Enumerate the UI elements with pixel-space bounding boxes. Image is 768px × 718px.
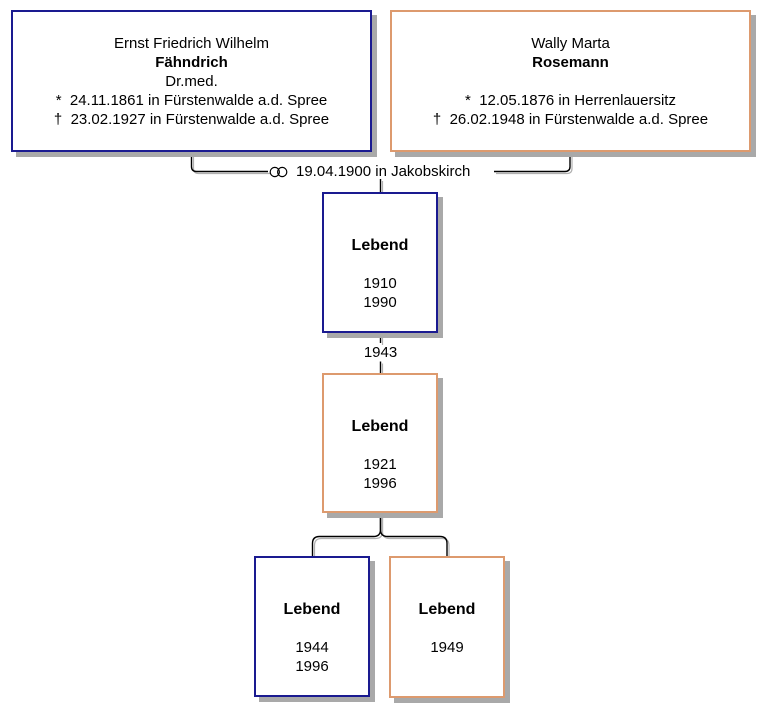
person-surname: Fähndrich [155, 54, 228, 71]
person-box-wally-rosemann[interactable]: Wally Marta Rosemann * 12.05.1876 in Her… [390, 10, 751, 152]
person-surname: Rosemann [532, 54, 609, 71]
person-title [392, 72, 749, 91]
death-year [391, 657, 503, 676]
birth-year: 1910 [363, 275, 397, 292]
birth-year: 1921 [363, 456, 397, 473]
marriage-parents-label: 19.04.1900 in Jakobskirch [269, 162, 470, 181]
living-status-label: Lebend [283, 601, 341, 618]
birth-year: 1944 [295, 639, 329, 656]
person-death-line: † 26.02.1948 in Fürstenwalde a.d. Spree [432, 111, 709, 128]
death-year: 1996 [363, 475, 397, 492]
birth-year: 1949 [430, 639, 464, 656]
death-year: 1996 [295, 658, 329, 675]
fork-to-grandchild1-line [311, 514, 382, 556]
person-birth-line: * 12.05.1876 in Herrenlauersitz [465, 92, 676, 109]
person-given-names: Ernst Friedrich Wilhelm [113, 35, 270, 52]
mother-to-marriage-line [494, 153, 571, 173]
marriage-rings-icon [269, 166, 288, 177]
death-year: 1990 [363, 294, 397, 311]
living-status-label: Lebend [351, 237, 409, 254]
person-box-grandchild-1949[interactable]: Lebend 1949 [389, 556, 505, 698]
person-box-grandchild-1944[interactable]: Lebend 1944 1996 [254, 556, 370, 697]
person-box-child-1910[interactable]: Lebend 1910 1990 [322, 192, 438, 333]
living-status-label: Lebend [351, 418, 409, 435]
marriage-year-label: 1943 [363, 344, 398, 361]
father-to-marriage-line [190, 153, 268, 173]
living-status-label: Lebend [418, 601, 476, 618]
person-title: Dr.med. [165, 73, 218, 90]
person-box-child-1921[interactable]: Lebend 1921 1996 [322, 373, 438, 513]
person-given-names: Wally Marta [531, 35, 610, 52]
person-death-line: † 23.02.1927 in Fürstenwalde a.d. Spree [53, 111, 330, 128]
person-birth-line: * 24.11.1861 in Fürstenwalde a.d. Spree [55, 92, 328, 109]
person-box-ernst-faehndrich[interactable]: Ernst Friedrich Wilhelm Fähndrich Dr.med… [11, 10, 372, 152]
fork-to-grandchild2-line [379, 514, 448, 556]
marriage-date-place: 19.04.1900 in Jakobskirch [296, 163, 471, 180]
